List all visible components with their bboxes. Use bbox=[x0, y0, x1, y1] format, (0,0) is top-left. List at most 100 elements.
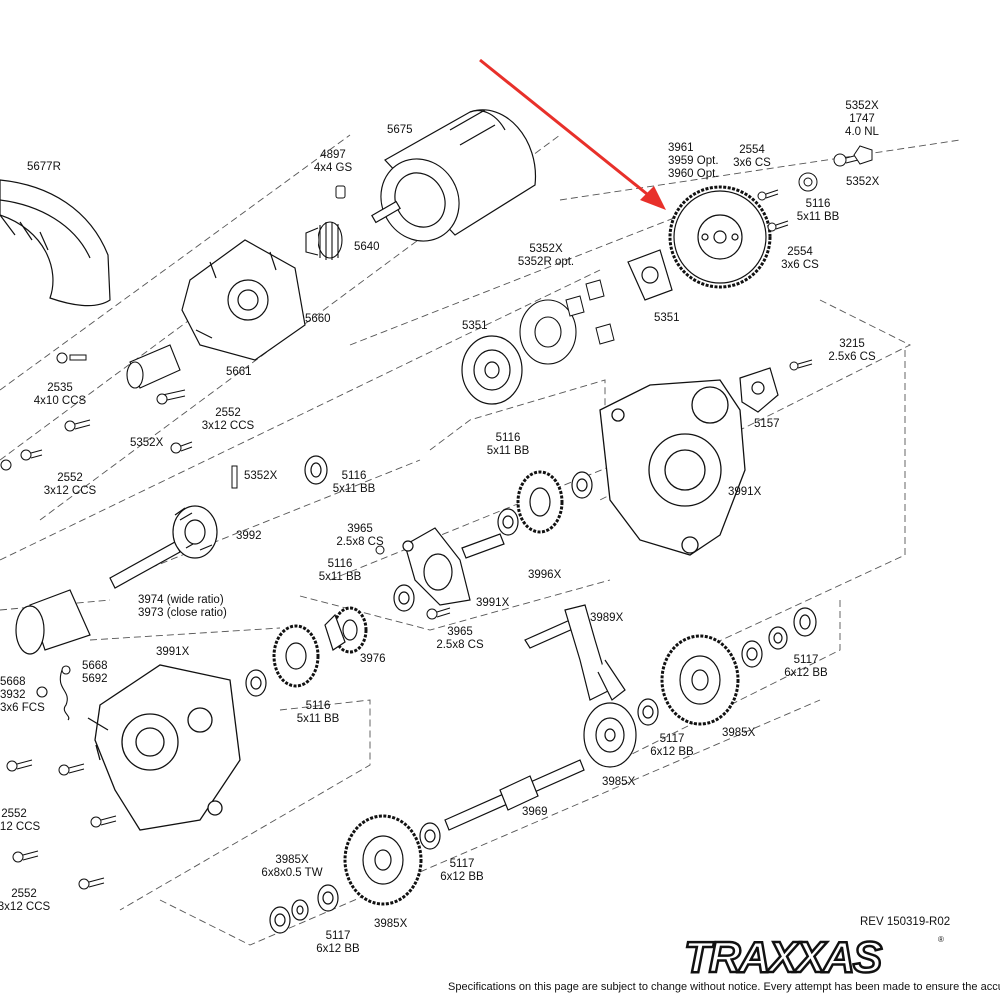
part-3989X-shift-fork bbox=[524, 604, 626, 701]
revision-code: REV 150319-R02 bbox=[860, 916, 951, 928]
part-3991X-fork-carrier bbox=[402, 527, 471, 606]
hardware-top-right bbox=[757, 145, 873, 371]
part-4897-set-screw bbox=[335, 185, 346, 199]
label-5677R: 5677R bbox=[27, 161, 61, 173]
part-5352R-disc bbox=[519, 299, 577, 365]
label-2552-b: 2552 3x12 CCS bbox=[44, 472, 96, 498]
part-5677R-housing bbox=[0, 179, 111, 307]
label-5660: 5660 bbox=[305, 313, 331, 325]
part-desc: 5x11 BB bbox=[296, 713, 340, 725]
part-3969-shaft bbox=[444, 759, 585, 831]
part-number: 5116 bbox=[805, 198, 831, 210]
label-3985X-d: 3985X bbox=[374, 918, 408, 930]
part-number: 5116 bbox=[327, 558, 353, 570]
label-5117-b: 5117 6x12 BB bbox=[650, 733, 693, 759]
part-3991X-case-top bbox=[599, 379, 746, 556]
part-3985X-gear-right bbox=[660, 634, 740, 726]
part-number: 5668 bbox=[82, 660, 108, 672]
part-number: 2554 bbox=[787, 246, 813, 258]
part-5352X-pin bbox=[231, 465, 238, 489]
label-3965-a: 3965 2.5x8 CS bbox=[336, 523, 383, 549]
label-2554-b: 2554 3x6 CS bbox=[781, 246, 819, 272]
screws-3965 bbox=[375, 545, 451, 620]
part-number: 3985X bbox=[275, 854, 309, 866]
part-number: 2535 bbox=[47, 382, 73, 394]
part-desc: 6x12 BB bbox=[784, 667, 828, 679]
label-5668-a: 5668 5692 bbox=[82, 660, 108, 686]
label-5668-b: 5668 3932 3x6 FCS bbox=[0, 676, 45, 715]
part-5675-motor bbox=[371, 109, 537, 242]
label-2552-c: 2552 3x12 CCS bbox=[0, 808, 40, 834]
label-2552-d: 2552 3x12 CCS bbox=[0, 888, 50, 914]
label-3989X: 3989X bbox=[590, 612, 624, 624]
part-5660-cover bbox=[181, 239, 306, 361]
part-opt: 5352R opt. bbox=[517, 256, 575, 268]
red-pointer-arrow bbox=[479, 58, 666, 210]
label-5352X-a: 5352X bbox=[130, 437, 164, 449]
label-3991X-b: 3991X bbox=[476, 597, 510, 609]
part-number: 3973 (close ratio) bbox=[138, 607, 227, 619]
part-desc: 3x12 CCS bbox=[0, 821, 41, 833]
bearings-right bbox=[637, 607, 817, 726]
part-number: 2554 bbox=[739, 144, 765, 156]
svg-text:®: ® bbox=[938, 935, 944, 944]
label-3991X-a: 3991X bbox=[728, 486, 762, 498]
screws-left bbox=[0, 352, 193, 471]
label-5116-e: 5116 5x11 BB bbox=[297, 700, 340, 726]
part-opt: 3959 Opt. bbox=[668, 155, 719, 167]
part-number: 5117 bbox=[793, 654, 819, 666]
part-number: 1747 bbox=[849, 113, 875, 125]
part-desc: 5x11 BB bbox=[332, 483, 376, 495]
part-desc: 4x10 CCS bbox=[33, 395, 87, 407]
label-5661: 5661 bbox=[226, 366, 252, 378]
label-2535: 2535 4x10 CCS bbox=[34, 382, 86, 408]
part-desc: 3x12 CCS bbox=[43, 485, 97, 497]
part-3976-gear bbox=[324, 606, 368, 654]
label-5117-d: 5117 6x12 BB bbox=[316, 930, 359, 956]
label-5117-a: 5117 6x12 BB bbox=[784, 654, 827, 680]
part-5661-spacer bbox=[126, 344, 181, 389]
part-number: 3961 bbox=[668, 142, 694, 154]
label-2552-a: 2552 3x12 CCS bbox=[202, 407, 254, 433]
part-desc: 5x11 BB bbox=[796, 211, 840, 223]
part-5668-spring bbox=[36, 665, 71, 721]
part-desc: 3x12 CCS bbox=[201, 420, 255, 432]
part-5351-hub bbox=[627, 249, 673, 301]
part-desc: 2.5x6 CS bbox=[828, 351, 876, 363]
part-3985X-gear-bottom bbox=[343, 814, 423, 906]
label-5116-c: 5116 5x11 BB bbox=[487, 432, 530, 458]
part-desc: 5x11 BB bbox=[318, 571, 362, 583]
label-3996X: 3996X bbox=[528, 569, 562, 581]
part-number: 3974 (wide ratio) bbox=[138, 594, 224, 606]
part-number: 5352X bbox=[529, 243, 563, 255]
label-5675: 5675 bbox=[387, 124, 413, 136]
label-3965-b: 3965 2.5x8 CS bbox=[436, 626, 483, 652]
label-3969: 3969 bbox=[522, 806, 548, 818]
part-desc: 3x6 FCS bbox=[0, 702, 45, 714]
screws-left-lower bbox=[6, 759, 117, 890]
label-3991X-c: 3991X bbox=[156, 646, 190, 658]
label-3985X-b: 3985X bbox=[602, 776, 636, 788]
svg-text:TRAXXAS: TRAXXAS bbox=[684, 933, 882, 980]
part-desc: 3x6 CS bbox=[781, 259, 819, 271]
part-number: 5692 bbox=[82, 673, 108, 685]
part-opt: 3960 Opt. bbox=[668, 168, 719, 180]
part-5116-bearing-a bbox=[304, 455, 328, 485]
part-3992-shaft bbox=[109, 505, 218, 589]
label-5157: 5157 bbox=[754, 418, 780, 430]
part-number: 2552 bbox=[11, 888, 37, 900]
assembly-guide-lines bbox=[0, 134, 961, 946]
part-number: 5352X bbox=[845, 100, 879, 112]
part-desc: 6x12 BB bbox=[650, 746, 694, 758]
part-5352X-pads bbox=[565, 279, 615, 345]
part-3996X-gear bbox=[461, 470, 564, 559]
label-5352X-b: 5352X bbox=[244, 470, 278, 482]
label-5640: 5640 bbox=[354, 241, 380, 253]
label-5116-b: 5116 5x11 BB bbox=[797, 198, 840, 224]
label-3976: 3976 bbox=[360, 653, 386, 665]
part-number: 3965 bbox=[447, 626, 473, 638]
part-desc: 6x8x0.5 TW bbox=[261, 867, 323, 879]
part-3991X-case-bottom bbox=[87, 664, 241, 831]
part-3974-gear bbox=[15, 589, 91, 655]
part-number: 4897 bbox=[320, 149, 346, 161]
